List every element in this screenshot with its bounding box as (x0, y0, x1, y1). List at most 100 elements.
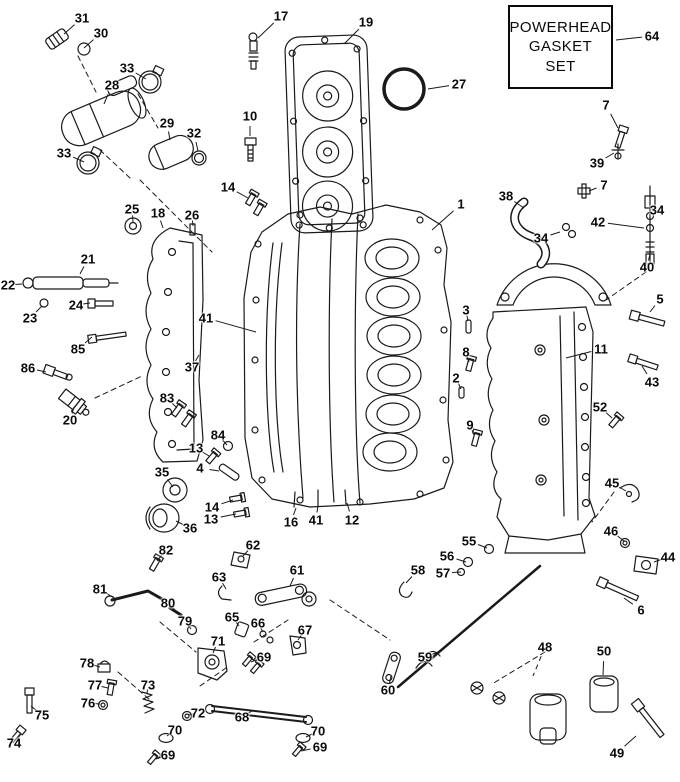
leader-line (35, 305, 43, 313)
leader-line (605, 412, 613, 419)
leader-line (103, 94, 109, 105)
leader-line (192, 220, 194, 227)
leader-line (71, 406, 75, 414)
leader-line (615, 36, 643, 41)
leader-line (93, 703, 101, 705)
leader-line (167, 479, 174, 488)
leader-line (316, 504, 319, 513)
leader-line (602, 660, 605, 676)
leader-line (588, 187, 597, 192)
leader-line (297, 634, 302, 641)
leader-line (466, 315, 469, 322)
leader-line (550, 231, 561, 236)
leader-line (166, 732, 172, 737)
leader-line (389, 675, 392, 684)
gasket-box-line-2: GASKET (528, 38, 593, 56)
leader-line (300, 748, 311, 752)
leader-line (458, 383, 462, 390)
leader-line (195, 354, 200, 362)
leader-line (648, 253, 651, 261)
leader-line (293, 507, 297, 516)
leader-line (155, 756, 163, 760)
leader-line (222, 582, 227, 590)
leader-line (84, 336, 93, 344)
leader-line (471, 429, 475, 436)
leader-line (202, 451, 210, 457)
leader-line (346, 502, 350, 512)
leader-line (257, 22, 275, 39)
oring-drawing (382, 67, 426, 111)
leader-line (14, 283, 23, 285)
leader-line (405, 576, 413, 584)
leader-line (623, 597, 634, 605)
leader-line (456, 558, 467, 563)
leader-line (63, 24, 75, 35)
crankcase-half-drawing (486, 263, 612, 554)
small-parts-drawing (9, 28, 666, 766)
leader-line (221, 499, 234, 505)
leader-line (651, 207, 655, 210)
leader-line (431, 210, 454, 231)
powerhead-gasket-set-box: POWERHEAD GASKET SET (508, 5, 613, 89)
leader-line (618, 486, 627, 492)
leader-line (132, 215, 134, 223)
leader-line (641, 365, 648, 375)
leader-line (431, 651, 439, 655)
leader-line (209, 469, 220, 472)
leader-line (532, 656, 542, 677)
leader-line (260, 627, 264, 633)
leader-line (235, 621, 240, 627)
leader-line (171, 402, 178, 409)
leader-line (195, 141, 199, 152)
leader-line (72, 156, 85, 163)
leader-line (305, 733, 313, 738)
cylinder-block-drawing (243, 204, 454, 508)
leader-line (467, 356, 470, 363)
leader-line (605, 152, 615, 159)
leader-line (101, 686, 109, 689)
leader-line (30, 705, 37, 711)
leader-line (168, 131, 171, 141)
leader-line (242, 550, 249, 557)
leader-line (514, 201, 525, 209)
leader-line (79, 266, 85, 275)
leader-line (451, 571, 462, 573)
leader-line (653, 559, 662, 563)
leader-line (624, 735, 637, 747)
leader-line (17, 733, 22, 739)
gasket-box-line-3: SET (545, 57, 576, 75)
leader-line (236, 191, 249, 199)
leader-line (36, 369, 47, 373)
leader-line (289, 577, 294, 587)
leader-line (477, 544, 488, 549)
side-cover-drawing (124, 217, 204, 463)
leader-line (610, 113, 619, 129)
leader-line (222, 439, 228, 446)
assembly-dashed-lines (77, 55, 647, 701)
leader-line (343, 28, 360, 45)
leader-line (212, 646, 216, 654)
leader-line (82, 302, 91, 305)
leader-line (215, 320, 257, 333)
leader-line (160, 220, 164, 229)
leader-line (649, 305, 656, 313)
leader-line (607, 222, 645, 229)
leader-line (83, 39, 94, 49)
leader-line (175, 520, 184, 525)
leader-line (565, 351, 592, 359)
leader-line (250, 659, 258, 663)
leader-line (617, 535, 625, 542)
leader-line (93, 664, 101, 668)
leader-line (427, 85, 450, 90)
leader-line (156, 555, 162, 562)
leader-line (146, 689, 148, 695)
gasket-box-line-1: POWERHEAD (509, 19, 612, 37)
leader-line (246, 710, 253, 715)
leader-line (171, 606, 176, 611)
leader-line (187, 624, 192, 630)
leader-line (106, 593, 115, 599)
leader-line (135, 72, 147, 80)
leader-line (188, 713, 194, 716)
